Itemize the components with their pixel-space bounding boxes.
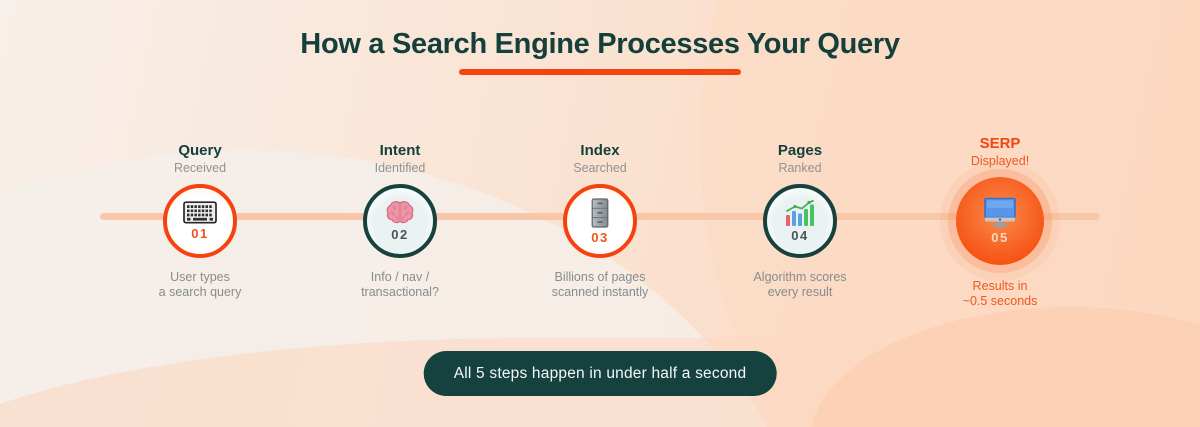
- step-index: Index Searched: [500, 142, 700, 308]
- process-steps: Query Received 01 User types a sear: [100, 135, 1100, 308]
- step-subtitle: Ranked: [778, 161, 822, 175]
- step-number: 04: [791, 228, 809, 243]
- step-title: SERP: [979, 135, 1021, 152]
- step-number: 03: [591, 229, 609, 245]
- step-caption: Billions of pages scanned instantly: [551, 270, 649, 299]
- monitor-icon: [982, 197, 1018, 228]
- step-caption: User types a search query: [158, 270, 242, 299]
- title-underline: [459, 69, 741, 75]
- step-query: Query Received 01 User types a sear: [100, 142, 300, 308]
- step-subtitle: Received: [173, 161, 227, 175]
- step-caption: Info / nav / transactional?: [361, 270, 439, 299]
- step-title: Pages: [777, 142, 823, 159]
- step-serp: SERP Displayed! 05 Results in ~0.5 secon…: [900, 135, 1100, 308]
- step-circle: 01: [163, 184, 237, 258]
- step-title: Intent: [379, 142, 421, 159]
- brain-icon: [385, 200, 415, 225]
- summary-banner: All 5 steps happen in under half a secon…: [423, 351, 777, 396]
- step-title: Query: [178, 142, 222, 159]
- step-title: Index: [580, 142, 620, 159]
- step-number: 01: [191, 226, 209, 241]
- background-blob-corner: [810, 307, 1200, 427]
- step-subtitle: Displayed!: [970, 154, 1030, 168]
- step-circle: 05: [956, 177, 1044, 265]
- step-circle: 04: [763, 184, 837, 258]
- page-title: How a Search Engine Processes Your Query: [300, 28, 900, 60]
- keyboard-icon: [183, 201, 217, 224]
- file-cabinet-icon: [591, 197, 609, 228]
- step-circle: 03: [563, 184, 637, 258]
- step-subtitle: Searched: [573, 161, 627, 175]
- step-intent: Intent Identified 02 Info / nav / transa…: [300, 142, 500, 308]
- step-subtitle: Identified: [374, 161, 426, 175]
- step-caption: Algorithm scores every result: [753, 270, 847, 299]
- step-number: 02: [391, 227, 409, 242]
- step-number: 05: [991, 230, 1009, 245]
- step-circle: 02: [363, 184, 437, 258]
- step-caption: Results in ~0.5 seconds: [962, 279, 1038, 308]
- bar-chart-icon: [784, 199, 816, 226]
- step-pages: Pages Ranked 04 Algori: [700, 142, 900, 308]
